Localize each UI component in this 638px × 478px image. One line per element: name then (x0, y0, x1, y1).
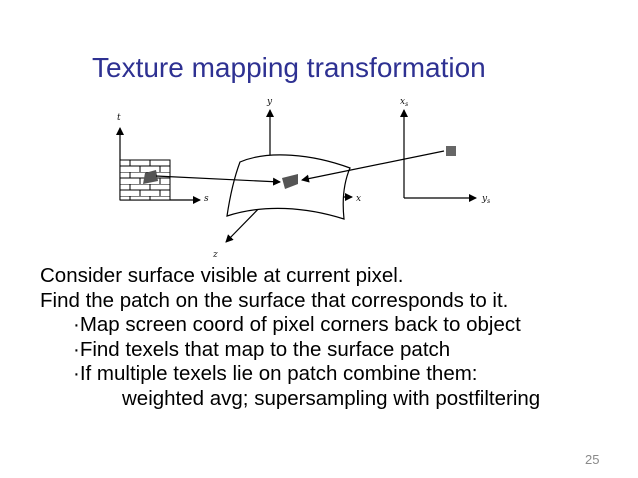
t-axis-label: t (117, 113, 121, 123)
texture-patch (143, 170, 158, 184)
slide-title: Texture mapping transformation (92, 52, 486, 83)
sub-bullet-line: ·If multiple texels lie on patch combine… (73, 362, 478, 385)
bullet-line: Find the patch on the surface that corre… (40, 288, 509, 312)
xs-axis-label: xs (400, 97, 408, 108)
y-axis-label: y (266, 97, 273, 107)
bullet-line: Consider surface visible at current pixe… (40, 264, 404, 287)
object-space: y x z (212, 97, 361, 260)
screen-pixel (446, 146, 456, 156)
s-axis-label: s (204, 194, 209, 204)
texture-to-surface-arrow (155, 175, 281, 186)
x-axis-label: x (356, 194, 361, 204)
texture-space: t s (116, 113, 209, 204)
z-axis-label: z (212, 250, 218, 260)
ys-axis-label: ys (481, 194, 490, 205)
pixel-to-surface-arrow (301, 150, 445, 183)
body-text: Consider surface visible at current pixe… (40, 264, 540, 411)
screen-space: xs ys (400, 97, 490, 205)
sub-bullet-line: ·Map screen coord of pixel corners back … (73, 313, 521, 336)
sub-bullet-line: ·Find texels that map to the surface pat… (73, 337, 451, 361)
page-number: 25 (585, 452, 600, 467)
continuation-line: weighted avg; supersampling with postfil… (122, 386, 541, 410)
surface-patch (282, 174, 298, 189)
